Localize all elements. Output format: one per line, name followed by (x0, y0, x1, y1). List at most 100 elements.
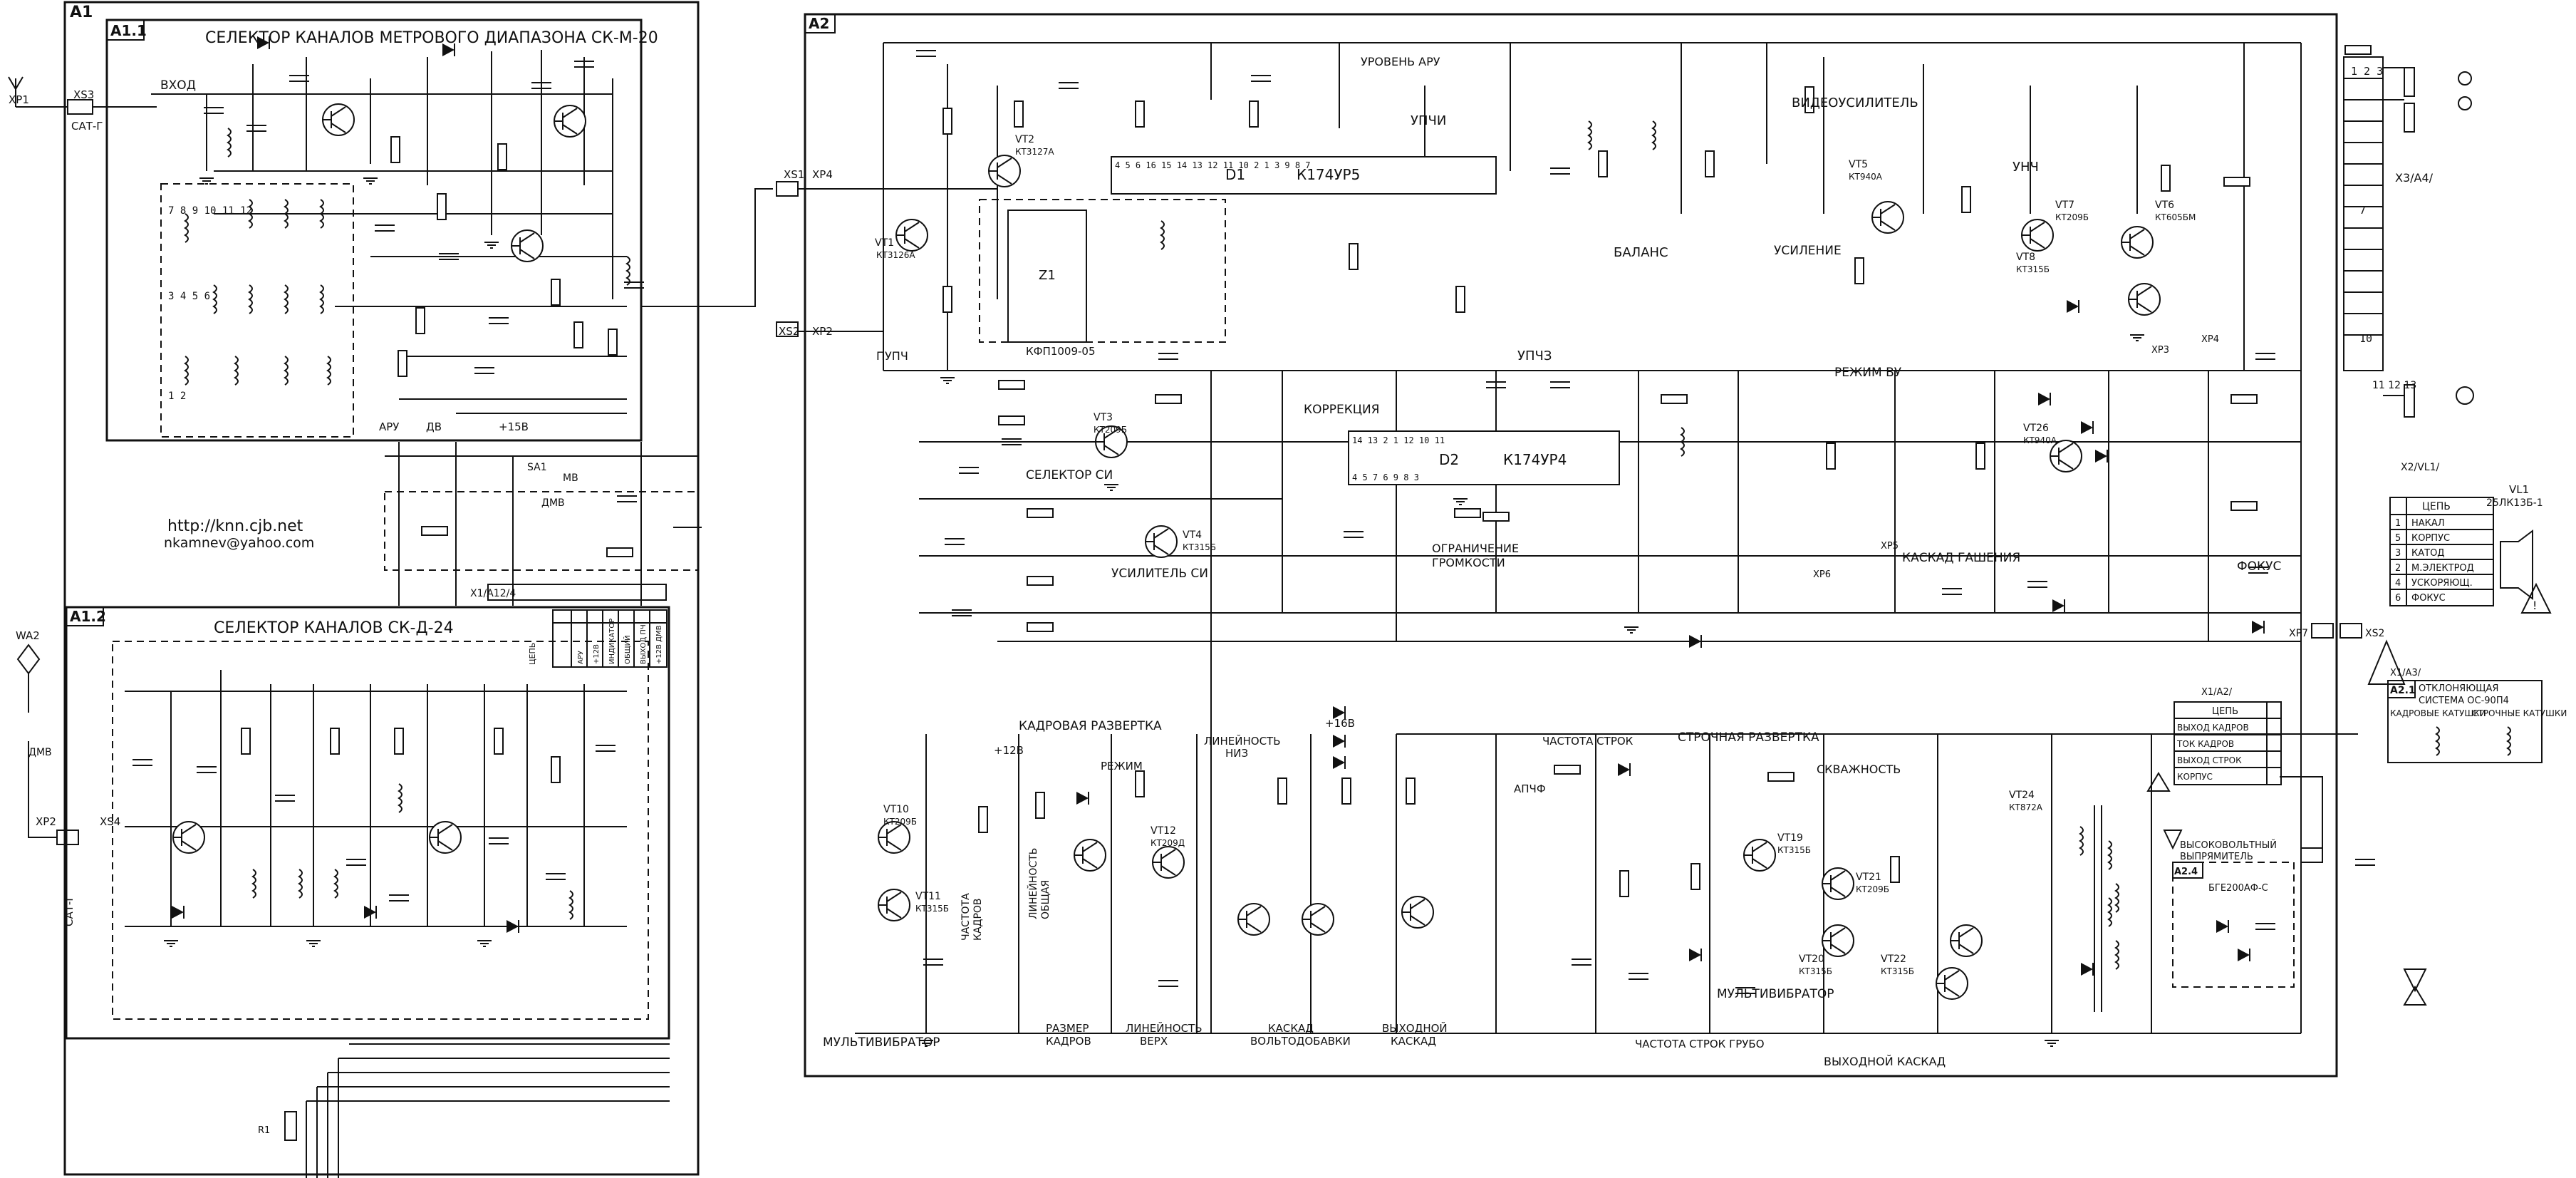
connector-xs4 (56, 830, 79, 845)
ynch-label: УНЧ (2012, 160, 2039, 175)
ic-d1-name: D1 (1225, 166, 1245, 183)
db-label: ДВ (426, 420, 442, 433)
filter-z1: Z1 КФП1009-05 (979, 199, 1226, 358)
warning-icon-2 (2403, 986, 2427, 1006)
ref-vt20: VT20 (1799, 954, 1824, 965)
upch-label: УПЧИ (1411, 113, 1446, 128)
razmer-label-1: РАЗМЕР (1046, 1022, 1089, 1035)
connector-xp4b: XP4 (2201, 334, 2219, 345)
videousil-label: ВИДЕОУСИЛИТЕЛЬ (1792, 95, 1918, 110)
tuner-output-wire (641, 188, 773, 307)
vyh-kaskad-label-2: КАСКАД (1391, 1035, 1436, 1048)
crt-pin-4-n: 2 (2395, 563, 2401, 574)
ref-vt6: VT6 (2155, 200, 2174, 211)
block-a1: A1 (63, 1, 700, 1176)
ref-vt7: VT7 (2055, 200, 2074, 211)
crt-pin-2-name: КОРПУС (2411, 533, 2450, 544)
output-transformer (2079, 733, 2358, 1012)
svg-text:4 5 6 16 15 14 13 12 11 10 2 1: 4 5 6 16 15 14 13 12 11 10 2 1 3 9 8 7 (1115, 160, 1311, 170)
connector-x2vl1: X2/VL1/ (2401, 462, 2439, 473)
kadr-razv-label: КАДРОВАЯ РАЗВЕРТКА (1019, 719, 1162, 733)
multivibrator-label: МУЛЬТИВИБРАТОР (823, 1035, 940, 1050)
part-vt5: КТ940А (1849, 172, 1883, 182)
block-a24-tag: A2.4 (2174, 867, 2198, 877)
block-a2-tag: A2 (809, 15, 829, 32)
block-a2-frame (804, 13, 2338, 1078)
antenna-input-dmv: WA2 ДМВ XP2 XS4 САТ-Г (16, 629, 120, 926)
connector-xs2-box (776, 321, 799, 337)
ref-vt2: VT2 (1015, 134, 1034, 145)
plus15v-label: +15В (499, 420, 529, 433)
block-a12-frame (65, 606, 670, 1040)
rezhim-label: РЕЖИМ (1101, 760, 1143, 773)
ref-vt4: VT4 (1183, 529, 1202, 541)
selector-pin-table: ЦЕПЬ АРУ +12В ИНДИКАТОР ОБЩИЙ ВЫХОД ПЧ +… (528, 609, 668, 668)
block-a21-coil1: КАДРОВЫЕ КАТУШКИ (2390, 708, 2486, 718)
connector-xs3 (67, 99, 93, 115)
crt-part: 25ЛК13Б-1 (2486, 497, 2543, 509)
block-a21-coil2: СТРОЧНЫЕ КАТУШКИ (2472, 708, 2567, 718)
lin-obsh-label-2: ОБЩАЯ (1040, 880, 1051, 919)
ogranich-label-1: ОГРАНИЧЕНИЕ (1432, 542, 1519, 555)
block-a24-line2: ВЫПРЯМИТЕЛЬ (2180, 852, 2253, 862)
connector-x1a2: X1/A2/ (2201, 687, 2233, 698)
connector-xp2b: XP2 (36, 815, 56, 828)
block-a21-tag: A2.1 (2390, 685, 2416, 696)
part-vt10: КТ209Б (883, 817, 917, 827)
plus12v-label: +12В (994, 744, 1024, 757)
right-top-controls: 11 12 13 (2372, 67, 2474, 418)
crt-pin-3-name: КАТОД (2411, 548, 2444, 559)
chastota-grubo-label: ЧАСТОТА СТРОК ГРУБО (1635, 1038, 1765, 1050)
crt-ref: VL1 (2509, 483, 2529, 496)
svg-text:1 2: 1 2 (168, 391, 186, 402)
warning-icon (2146, 772, 2171, 792)
rezhim-vu-label: РЕЖИМ ВУ (1834, 366, 1902, 380)
a2-wiring (798, 42, 2302, 1034)
connector-x1a12: X1/A12/4 (470, 588, 516, 599)
dmv-label-2: ДМВ (541, 497, 565, 509)
multivibrator2-label: МУЛЬТИВИБРАТОР (1717, 987, 1834, 1001)
part-vt4: КТ315Б (1183, 542, 1216, 552)
a12-circuit (125, 670, 627, 947)
right-connectors: XP7 XS2 XP4 XP3 XP5 XP6 (1813, 334, 2406, 685)
chastota-kadr-label-1: ЧАСТОТА (960, 893, 972, 941)
upch3-label: УПЧЗ (1517, 348, 1552, 363)
lineynost-label: ЛИНЕЙНОСТЬ (1204, 734, 1281, 748)
block-a11-frame (105, 19, 643, 442)
connector-xp5: XP5 (1881, 541, 1899, 552)
warning-icons (2146, 772, 2427, 1006)
skvazhnost-label: СКВАЖНОСТЬ (1817, 763, 1901, 776)
selector-table-header: ЦЕПЬ (528, 643, 537, 665)
connector-xp7: XP7 (2289, 628, 2308, 639)
apchf-label: АПЧФ (1514, 782, 1546, 795)
block-a11-tag: A1.1 (110, 22, 147, 39)
a2-component-refs: VT1 КТ3126А VT2 КТ3127А VT3 КТ209Б VT4 К… (875, 134, 2196, 976)
part-vt2: КТ3127А (1015, 147, 1054, 157)
usilenie-label: УСИЛЕНИЕ (1774, 244, 1842, 258)
svg-text:!: ! (2533, 599, 2537, 612)
kaskad-gash-label: КАСКАД ГАШЕНИЯ (1902, 551, 2020, 565)
a2-labels: УПЧИ УРОВЕНЬ АРУ УПЧЗ ВИДЕОУСИЛИТЕЛЬ УНЧ… (823, 55, 2281, 1068)
svg-text:Z1: Z1 (1039, 268, 1056, 283)
yoke-table: ЦЕПЬ ВЫХОД КАДРОВ ТОК КАДРОВ ВЫХОД СТРОК… (2174, 687, 2282, 785)
ref-vt26: VT26 (2023, 423, 2049, 434)
connector-xp6: XP6 (1813, 569, 1831, 580)
block-a11: A1.1 СЕЛЕКТОР КАНАЛОВ МЕТРОВОГО ДИАПАЗОН… (105, 19, 658, 442)
crt-pin-1-n: 1 (2395, 518, 2401, 529)
selector-col-6: +12В ДМВ (655, 625, 663, 664)
a2-passives (915, 45, 2376, 1047)
ic-d1-part: К174УР5 (1297, 166, 1360, 183)
ref-vt11: VT11 (915, 891, 941, 902)
z1-part: КФП1009-05 (1026, 345, 1096, 358)
vyhodnoy-label: ВЫХОДНОЙ КАСКАД (1824, 1055, 1946, 1068)
lin-verh-label-2: ВЕРХ (1140, 1035, 1168, 1048)
connector-xp4: XP4 (812, 168, 833, 181)
connector-x3a4-pins: 11 12 13 (2372, 380, 2416, 391)
plus16v-label: +16В (1325, 717, 1355, 730)
block-a24-line1: ВЫСОКОВОЛЬТНЫЙ (2180, 839, 2277, 851)
crt-pin-5-n: 4 (2395, 578, 2401, 589)
block-a1-frame (63, 1, 700, 1176)
korrekciya-label: КОРРЕКЦИЯ (1304, 403, 1380, 417)
block-a12: A1.2 СЕЛЕКТОР КАНАЛОВ СК-Д-24 ЦЕПЬ АРУ +… (65, 606, 670, 1040)
